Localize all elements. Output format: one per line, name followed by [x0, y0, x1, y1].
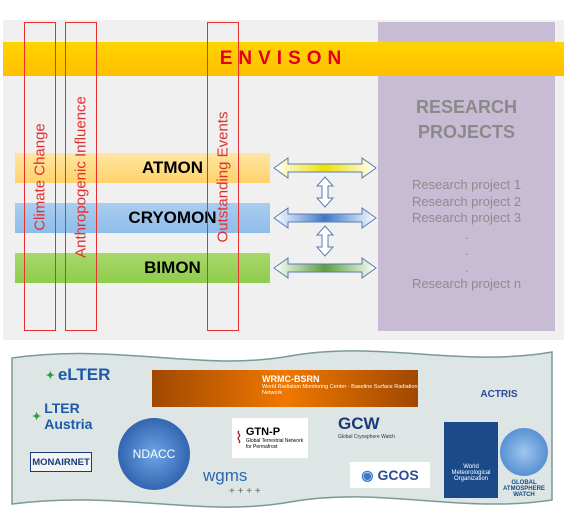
gcos-globe-icon: ◉ — [361, 466, 374, 483]
research-project-dot: . — [464, 226, 469, 242]
research-project-list: Research project 1 Research project 2 Re… — [378, 177, 555, 293]
gtnp-logo: ⌇ GTN-P Global Terrestrial Network for P… — [232, 418, 308, 458]
envison-title: ENVISON — [219, 48, 348, 69]
research-project-item: Research project 2 — [411, 193, 522, 209]
wrmc-bsrn-logo: WRMC-BSRN World Radiation Monitoring Cen… — [152, 370, 418, 407]
elter-logo: ✦ eLTER — [45, 365, 111, 384]
gcos-logo: ◉ GCOS — [350, 462, 430, 488]
atmon-arrow — [273, 157, 377, 179]
vertical-arrow-upper — [315, 176, 335, 208]
elter-leaf-icon: ✦ — [45, 369, 55, 382]
monairnet-logo: MONAIRNET — [30, 452, 92, 472]
research-project-item: Research project 3 — [411, 210, 522, 225]
actris-logo: ACTRIS — [480, 388, 518, 400]
lter-leaf-icon: ✦ — [32, 410, 42, 423]
climate-change-box: Climate Change — [24, 22, 56, 331]
gaw-globe-icon — [500, 428, 548, 476]
bimon-band: BIMON — [15, 253, 270, 283]
research-project-item: Research project n — [411, 276, 522, 291]
atmon-label: ATMON — [141, 158, 204, 177]
gtnp-icon: ⌇ — [235, 430, 243, 447]
ndacc-logo: NDACC — [118, 418, 190, 490]
research-project-dot: . — [464, 243, 469, 258]
cryomon-label: CRYOMON — [128, 208, 217, 227]
gcw-logo: GCW Global Cryosphere Watch — [338, 414, 396, 440]
anthropogenic-influence-box: Anthropogenic Influence — [65, 22, 97, 331]
cryomon-band: CRYOMON — [15, 203, 270, 233]
research-project-dot: . — [464, 259, 469, 275]
bimon-label: BIMON — [144, 258, 201, 277]
outstanding-events-box: Outstanding Events — [207, 22, 239, 331]
research-projects-title: RESEARCH PROJECTS — [415, 97, 517, 142]
wmo-logo: World Meteorological Organization — [444, 422, 498, 498]
lter-austria-logo: ✦ LTER Austria — [32, 400, 93, 432]
gaw-label: GLOBAL ATMOSPHERE WATCH — [503, 480, 545, 498]
wgms-logo: wgms + + + + — [203, 466, 261, 497]
vertical-arrow-lower — [315, 225, 335, 257]
bimon-arrow — [273, 257, 377, 279]
atmon-band: ATMON — [15, 153, 270, 183]
cryomon-arrow — [273, 207, 377, 229]
research-project-item: Research project 1 — [411, 177, 522, 192]
